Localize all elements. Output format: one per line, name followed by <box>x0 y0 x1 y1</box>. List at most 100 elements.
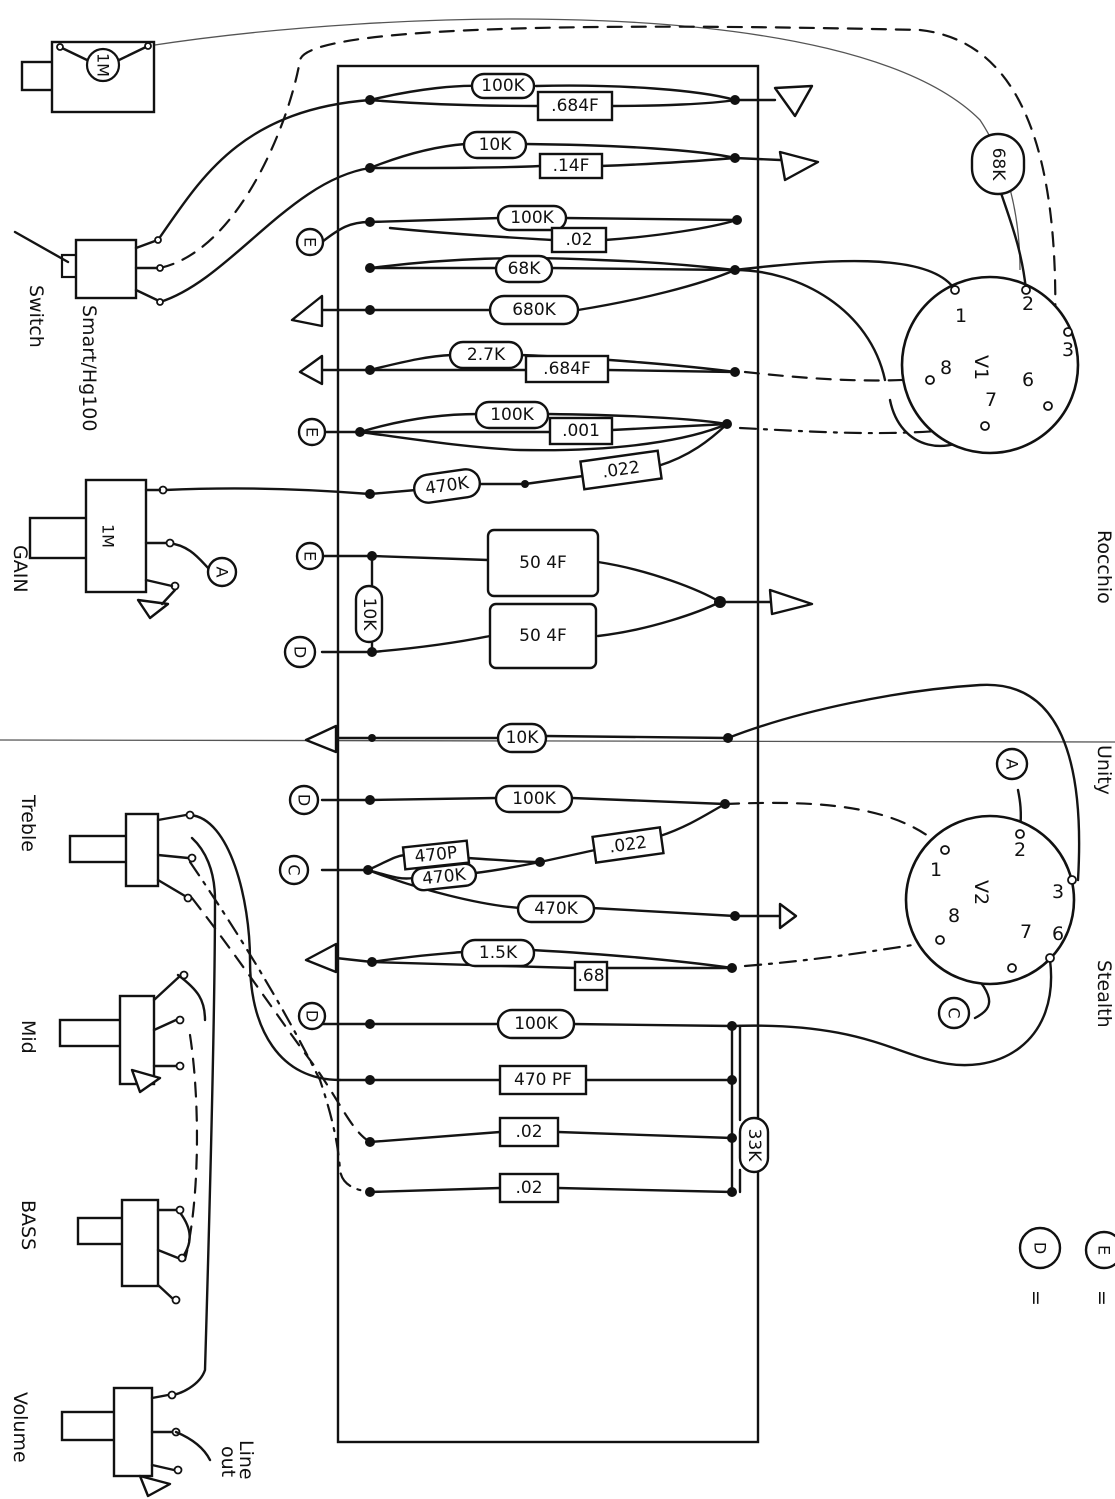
capacitor-50uf <box>488 602 598 670</box>
treble-pot: Treble <box>17 794 197 903</box>
svg-text:1.5K: 1.5K <box>479 943 518 963</box>
bass-pot: BASS <box>17 1198 187 1305</box>
capacitor-02 <box>498 1116 560 1148</box>
svg-text:D: D <box>303 1010 322 1022</box>
svg-text:Stealth: Stealth <box>1093 960 1115 1028</box>
resistor-470k <box>516 894 596 924</box>
svg-text:2.7K: 2.7K <box>467 345 506 365</box>
gain-pot: 1M GAIN <box>9 478 180 620</box>
capacitor-50uf <box>486 528 600 598</box>
svg-text:GAIN: GAIN <box>9 545 31 593</box>
svg-text:E: E <box>301 551 320 561</box>
resistor-100k <box>494 784 574 814</box>
svg-text:470P: 470P <box>414 843 459 867</box>
volume-pot: Volume Line out <box>9 1386 257 1498</box>
svg-text:100K: 100K <box>510 208 554 228</box>
resistor-470k <box>412 468 482 504</box>
svg-text:C: C <box>945 1007 964 1018</box>
tube-v1-label: V1 <box>970 355 992 380</box>
capacitor-022 <box>591 826 665 864</box>
smart-hg100-switch: Smart/Hg100 Switch <box>13 230 164 432</box>
capacitor-1uf <box>538 152 604 180</box>
turret-board-outline <box>336 64 760 1444</box>
capacitor-001 <box>548 416 614 446</box>
resistor-100k <box>470 72 536 100</box>
svg-text:Smart/Hg100: Smart/Hg100 <box>78 305 100 432</box>
top-pot: 1M <box>20 40 156 114</box>
resistor-2-7k <box>448 340 524 370</box>
board-turrets <box>355 95 742 1197</box>
svg-text:10K: 10K <box>479 135 513 155</box>
resistor-33k <box>738 1116 770 1174</box>
svg-text:A: A <box>213 567 232 578</box>
resistor-100k <box>496 204 568 232</box>
resistor-10k <box>496 722 548 754</box>
resistor-68k-v1 <box>970 132 1026 196</box>
svg-text:Switch: Switch <box>25 285 47 348</box>
svg-text:33K: 33K <box>744 1129 764 1163</box>
resistor-470k <box>410 862 478 892</box>
paper-fold-line <box>0 739 1115 743</box>
svg-text:2: 2 <box>1022 293 1034 315</box>
svg-text:470K: 470K <box>534 899 578 919</box>
svg-text:C: C <box>285 864 304 875</box>
svg-text:68K: 68K <box>508 259 542 279</box>
svg-text:D: D <box>1031 1242 1050 1254</box>
svg-text:1: 1 <box>955 305 967 327</box>
resistor-10k <box>462 130 528 160</box>
svg-text:.001: .001 <box>562 421 600 441</box>
svg-text:1M: 1M <box>94 53 113 77</box>
capacitor-470pf <box>498 1064 588 1096</box>
svg-text:1M: 1M <box>99 524 118 548</box>
svg-text:.14F: .14F <box>553 156 590 176</box>
svg-text:D: D <box>295 794 314 806</box>
svg-text:E: E <box>1095 1245 1114 1255</box>
tube-v2-label: V2 <box>970 880 992 905</box>
legend: D = E = <box>1018 1226 1115 1306</box>
capacitor-684 <box>524 354 610 384</box>
svg-text:68K: 68K <box>988 148 1008 182</box>
svg-text:470 PF: 470 PF <box>514 1070 572 1090</box>
svg-text:.02: .02 <box>515 1122 542 1142</box>
svg-text:7: 7 <box>1020 921 1032 943</box>
svg-text:10K: 10K <box>506 728 540 748</box>
svg-text:8: 8 <box>940 357 952 379</box>
svg-text:=: = <box>1091 1290 1113 1306</box>
capacitor-022 <box>579 449 663 491</box>
svg-text:Treble: Treble <box>17 794 39 852</box>
svg-text:50 4F: 50 4F <box>519 553 567 573</box>
svg-text:Volume: Volume <box>9 1392 31 1463</box>
resistor-68k <box>494 254 554 284</box>
wiring <box>147 18 1081 1397</box>
svg-text:=: = <box>1025 1290 1047 1306</box>
svg-text:100K: 100K <box>481 76 525 96</box>
svg-text:3: 3 <box>1052 881 1064 903</box>
capacitor-684 <box>536 90 614 122</box>
tube-v2: V2 2 3 7 8 1 6 <box>904 814 1077 986</box>
svg-text:Unity: Unity <box>1093 745 1115 795</box>
svg-text:8: 8 <box>948 905 960 927</box>
ground-symbols <box>290 84 820 974</box>
svg-text:E: E <box>301 237 320 247</box>
resistor-100k <box>474 400 550 430</box>
svg-text:E: E <box>303 427 322 437</box>
svg-text:1: 1 <box>930 859 942 881</box>
mid-pot: Mid <box>17 970 189 1094</box>
svg-text:out: out <box>217 1446 239 1477</box>
svg-text:6: 6 <box>1022 369 1034 391</box>
capacitor-68 <box>573 960 609 992</box>
svg-text:680K: 680K <box>512 300 556 320</box>
connection-markers: E E E D D C D A A C <box>206 227 1029 1031</box>
capacitor-02 <box>550 226 608 254</box>
svg-text:2: 2 <box>1014 839 1026 861</box>
resistor-100k <box>496 1008 576 1040</box>
svg-text:A: A <box>1003 759 1022 770</box>
svg-text:7: 7 <box>985 389 997 411</box>
svg-text:Line: Line <box>235 1440 257 1480</box>
edge-title: Rocchio Unity Stealth <box>1093 530 1115 1028</box>
resistor-680k <box>488 294 580 326</box>
svg-text:Mid: Mid <box>17 1020 39 1054</box>
svg-text:100K: 100K <box>490 405 534 425</box>
svg-text:BASS: BASS <box>17 1200 39 1250</box>
